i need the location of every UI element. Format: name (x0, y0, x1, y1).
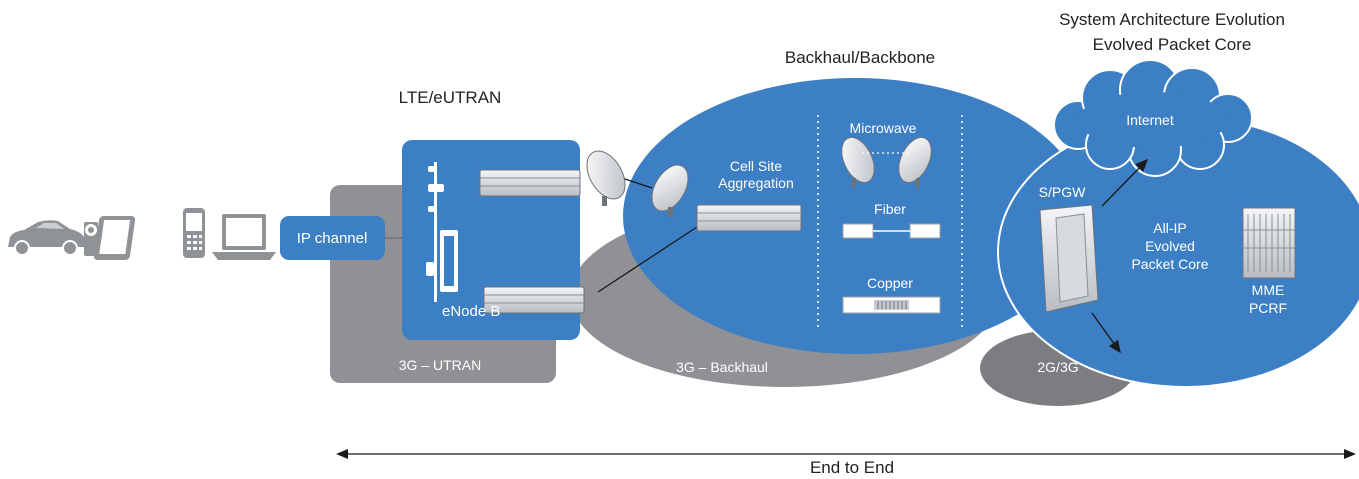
end-to-end-arrow (336, 449, 1356, 459)
allip-label-line2: Evolved (1145, 238, 1195, 254)
utran-label: 3G – UTRAN (399, 357, 481, 373)
sae-title-line1: System Architecture Evolution (1059, 10, 1285, 29)
internet-cloud-fill (1078, 92, 1228, 148)
ip-channel-box (280, 216, 385, 260)
link-dish-to-dish (621, 177, 653, 189)
mme-label: MME (1252, 282, 1285, 298)
allip-label-line1: All-IP (1153, 220, 1186, 236)
fiber-link-icon (842, 223, 941, 239)
car-icon (8, 220, 84, 256)
allip-label-line3: Packet Core (1131, 256, 1208, 272)
arrow-spgw-to-internet (1101, 158, 1148, 207)
fiber-label: Fiber (874, 201, 906, 217)
copper-label: Copper (867, 275, 913, 291)
sae-title-line2: Evolved Packet Core (1093, 35, 1252, 54)
smartphone-icon (183, 208, 205, 258)
link-enodeb-to-aggregation (597, 224, 701, 293)
spgw-server-icon (1039, 204, 1099, 313)
twog3g-label: 2G/3G (1037, 359, 1078, 375)
enodeb-server-top-icon (479, 169, 581, 197)
tablet-icon (93, 216, 136, 260)
arrow-spgw-to-2g3g (1091, 312, 1121, 354)
cell-site-label-line1: Cell Site (730, 158, 782, 174)
internet-label: Internet (1126, 112, 1174, 128)
aggregation-dish-icon (651, 164, 689, 217)
enodeb-server-bottom-icon (483, 286, 585, 314)
microwave-label: Microwave (850, 120, 917, 136)
cell-tower-icon (426, 162, 458, 302)
backhaul-backbone-region (623, 78, 1087, 354)
microwave-dishes-icon (841, 136, 932, 188)
lte-title: LTE/eUTRAN (399, 88, 502, 107)
backhaul-title: Backhaul/Backbone (785, 48, 935, 67)
ip-channel-label: IP channel (297, 230, 368, 247)
mme-pcrf-server-icon (1242, 207, 1296, 279)
aggregation-server-icon (696, 204, 802, 232)
backhaul-3g-label: 3G – Backhaul (676, 359, 768, 375)
copper-link-icon (842, 296, 941, 314)
end-to-end-label: End to End (810, 458, 894, 477)
enodeb-dish-icon (586, 150, 626, 206)
spgw-label: S/PGW (1039, 184, 1086, 200)
pcrf-label: PCRF (1249, 300, 1287, 316)
enodeb-label: eNode B (442, 303, 500, 320)
cell-site-label-line2: Aggregation (718, 175, 794, 191)
laptop-icon (212, 214, 276, 260)
